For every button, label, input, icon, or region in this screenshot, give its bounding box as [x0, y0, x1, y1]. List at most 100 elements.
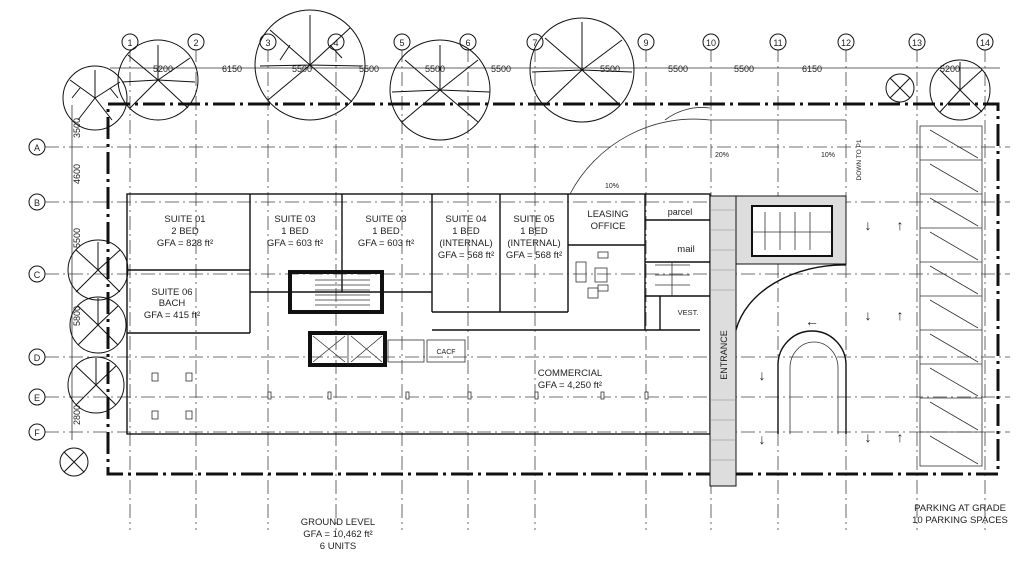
suite-06-gfa: GFA = 415 ft² [144, 310, 200, 321]
svg-text:↓: ↓ [865, 217, 872, 233]
leasing-office-line1: LEASING [587, 209, 628, 220]
suite-04-gfa: GFA = 568 ft² [438, 250, 494, 261]
grid-col-label: 10 [706, 38, 716, 48]
dim-top-4: 5500 [359, 64, 379, 74]
grid-col-label: 13 [912, 38, 922, 48]
dim-top-5: 5500 [425, 64, 445, 74]
tree-icon [62, 65, 128, 131]
mail-label: mail [677, 244, 694, 255]
suite-06-type: BACH [159, 298, 186, 309]
suite-05-sub: (INTERNAL) [507, 238, 560, 249]
building-walls [126, 107, 846, 435]
tree-icon [389, 39, 491, 141]
tree-icon [254, 9, 366, 121]
grid-col-label: 6 [465, 38, 470, 48]
parking-title-line: PARKING AT GRADE [914, 503, 1006, 514]
suite-04-type: 1 BED [452, 226, 480, 237]
commercial-gfa: GFA = 4,250 ft² [538, 380, 602, 391]
ground-level-title: GROUND LEVEL GFA = 10,462 ft² 6 UNITS [301, 517, 375, 552]
suite-04-name: SUITE 04 [445, 214, 486, 225]
svg-text:↑: ↑ [897, 217, 904, 233]
dim-top-3: 5500 [292, 64, 312, 74]
tree-icon [885, 73, 915, 103]
grid-col-label: 12 [841, 38, 851, 48]
dim-side-1: 3500 [72, 118, 82, 138]
tree-icon [59, 447, 89, 477]
suite-03b-name: SUITE 03 [365, 214, 406, 225]
dim-top-8: 5500 [668, 64, 688, 74]
suite-03b-gfa: GFA = 603 ft² [358, 238, 414, 249]
svg-text:↓: ↓ [865, 307, 872, 323]
grid-col-label: 3 [265, 38, 270, 48]
tree-icon [67, 356, 125, 414]
vestibule-label: VEST. [678, 308, 699, 317]
suite-01-gfa: GFA = 828 ft² [157, 238, 213, 249]
grid-row-label: F [34, 428, 40, 438]
ground-gfa: GFA = 10,462 ft² [303, 529, 372, 540]
dim-side-3: 5500 [72, 228, 82, 248]
top-dimension-chain: 5200 6150 5500 5500 5500 5500 5500 5500 … [110, 64, 1000, 74]
entrance-label: ENTRANCE [719, 330, 729, 380]
svg-text:↑: ↑ [897, 307, 904, 323]
parking-title: PARKING AT GRADE 10 PARKING SPACES [912, 503, 1008, 526]
grid-col-label: 1 [127, 38, 132, 48]
suite-03a-gfa: GFA = 603 ft² [267, 238, 323, 249]
parcel-label: parcel [668, 207, 693, 217]
side-dimension-chain: 3500 4600 5500 5800 2800 [71, 105, 82, 440]
dim-top-7: 5500 [600, 64, 620, 74]
suite-05-name: SUITE 05 [513, 214, 554, 225]
property-boundary [106, 102, 1000, 476]
svg-text:←: ← [805, 313, 819, 329]
row-grid-lines [45, 146, 1010, 433]
tree-icon [69, 296, 127, 354]
stair-core [288, 270, 384, 314]
grid-col-label: 4 [333, 38, 338, 48]
dim-top-2: 6150 [222, 64, 242, 74]
suite-06-name: SUITE 06 [151, 287, 192, 298]
parking-stalls [919, 125, 983, 467]
grid-col-label: 11 [773, 38, 782, 48]
cacf-label: CACF [436, 349, 455, 356]
structural-columns [151, 372, 649, 420]
suite-03b-type: 1 BED [372, 226, 400, 237]
suite-03a-type: 1 BED [281, 226, 309, 237]
column-grid-lines [129, 48, 986, 530]
grid-row-label: A [34, 143, 40, 153]
leasing-office-line2: OFFICE [591, 221, 626, 232]
suite-01-name: SUITE 01 [164, 214, 205, 225]
dim-top-9: 5500 [734, 64, 754, 74]
tree-symbols [59, 9, 991, 477]
dim-top-6: 5500 [491, 64, 511, 74]
ground-units: 6 UNITS [320, 541, 356, 552]
dim-side-5: 2800 [72, 405, 82, 425]
leasing-furniture [575, 251, 690, 299]
grid-col-label: 14 [980, 38, 990, 48]
grid-row-label: E [34, 393, 40, 403]
dim-side-2: 4600 [72, 164, 82, 184]
tree-icon [529, 17, 635, 123]
parking-count-line: 10 PARKING SPACES [912, 515, 1008, 526]
tree-icon [929, 59, 991, 121]
suite-05-type: 1 BED [520, 226, 548, 237]
tree-icon [67, 239, 129, 301]
ramp-slope-10a: 10% [821, 152, 835, 159]
suite-04-sub: (INTERNAL) [439, 238, 492, 249]
grid-col-label: 5 [399, 38, 404, 48]
svg-text:↓: ↓ [759, 431, 766, 447]
grid-row-label: D [34, 353, 41, 363]
suite-03a-name: SUITE 03 [274, 214, 315, 225]
dim-top-10: 6150 [802, 64, 822, 74]
commercial-name: COMMERCIAL [538, 368, 602, 379]
suite-05-gfa: GFA = 568 ft² [506, 250, 562, 261]
grid-row-label: B [34, 198, 40, 208]
tree-icon [117, 39, 199, 121]
svg-text:↑: ↑ [897, 429, 904, 445]
column-bubbles: 1 2 3 4 5 6 7 9 10 11 12 13 14 [121, 33, 994, 51]
ground-title: GROUND LEVEL [301, 517, 375, 528]
grid-col-label: 2 [193, 38, 198, 48]
ramp-slope-20: 20% [715, 152, 729, 159]
entrance-walkway [709, 195, 847, 487]
ramp-slope-10b: 10% [605, 183, 619, 190]
dim-top-1: 5200 [153, 64, 173, 74]
